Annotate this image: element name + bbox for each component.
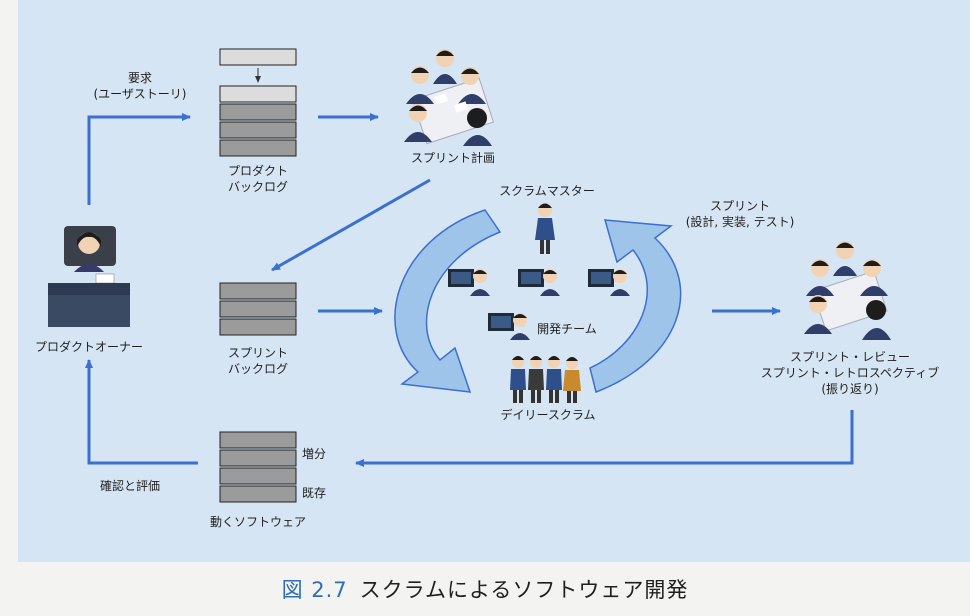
sprint-planning-meeting-icon xyxy=(404,49,495,146)
daily-scrum-label: デイリースクラム xyxy=(500,408,596,422)
software-existing-block xyxy=(219,467,297,485)
increment-label: 増分 xyxy=(302,447,327,461)
arrow-software-to-owner xyxy=(85,359,198,465)
check-evaluate-label: 確認と評価 xyxy=(99,479,160,493)
developer-icon xyxy=(518,269,560,296)
sprint-backlog-label-2: バックログ xyxy=(227,362,288,376)
product-backlog-label-1: プロダクト xyxy=(227,164,288,178)
dev-team-icons xyxy=(448,269,630,340)
sprint-backlog-item xyxy=(219,282,297,300)
sprint-sublabel: (設計, 実装, テスト) xyxy=(685,215,795,229)
daily-scrum-group-icon xyxy=(510,356,581,403)
working-software-label: 動くソフトウェア xyxy=(209,515,306,529)
sprint-review-label: スプリント・レビュー xyxy=(789,350,910,364)
figure-caption: 図 2.7 スクラムによるソフトウェア開発 xyxy=(0,574,970,604)
sprint-label: スプリント xyxy=(709,199,770,213)
developer-icon xyxy=(588,269,630,296)
product-owner-icon xyxy=(48,226,130,327)
working-software-stack xyxy=(219,431,297,503)
sprint-backlog-stack xyxy=(219,282,297,336)
backlog-item xyxy=(219,121,297,139)
product-owner-label: プロダクトオーナー xyxy=(34,340,143,354)
sprint-review-meeting-icon xyxy=(804,241,891,340)
sprint-backlog-label-1: スプリント xyxy=(227,346,288,360)
existing-label: 既存 xyxy=(302,486,327,500)
requirements-sublabel: (ユーザストーリ) xyxy=(93,87,187,101)
product-backlog-stack xyxy=(219,48,297,157)
software-existing-block xyxy=(219,485,297,503)
dev-team-label: 開発チーム xyxy=(537,322,597,336)
cycle-arrow-right xyxy=(589,219,682,394)
scrum-master-icon xyxy=(535,203,555,254)
cycle-arrow-left xyxy=(394,209,502,393)
retrospective-sublabel: (振り返り) xyxy=(821,382,879,396)
sprint-retrospective-label: スプリント・レトロスペクティブ xyxy=(760,366,940,380)
scrum-master-label: スクラムマスター xyxy=(499,184,595,198)
diagram-panel xyxy=(18,0,970,562)
product-backlog-label-2: バックログ xyxy=(227,180,288,194)
sprint-backlog-item xyxy=(219,300,297,318)
figure-number: 図 2.7 xyxy=(281,578,348,602)
requirements-label: 要求 xyxy=(127,71,152,85)
software-increment-block xyxy=(219,431,297,449)
developer-icon xyxy=(448,269,490,296)
arrow-review-to-software xyxy=(355,410,854,467)
sprint-cycle-arrows xyxy=(394,209,682,394)
sprint-backlog-item xyxy=(219,318,297,336)
software-increment-block xyxy=(219,449,297,467)
backlog-item xyxy=(219,103,297,121)
figure-title: スクラムによるソフトウェア開発 xyxy=(359,578,689,602)
developer-icon xyxy=(488,313,530,340)
arrow-owner-to-backlog xyxy=(87,113,191,205)
new-backlog-item xyxy=(219,48,297,66)
sprint-planning-label: スプリント計画 xyxy=(410,151,495,165)
flow-arrows xyxy=(85,113,854,467)
backlog-item xyxy=(219,85,297,103)
arrow-planning-to-sprint-backlog xyxy=(271,178,431,272)
backlog-item xyxy=(219,139,297,157)
